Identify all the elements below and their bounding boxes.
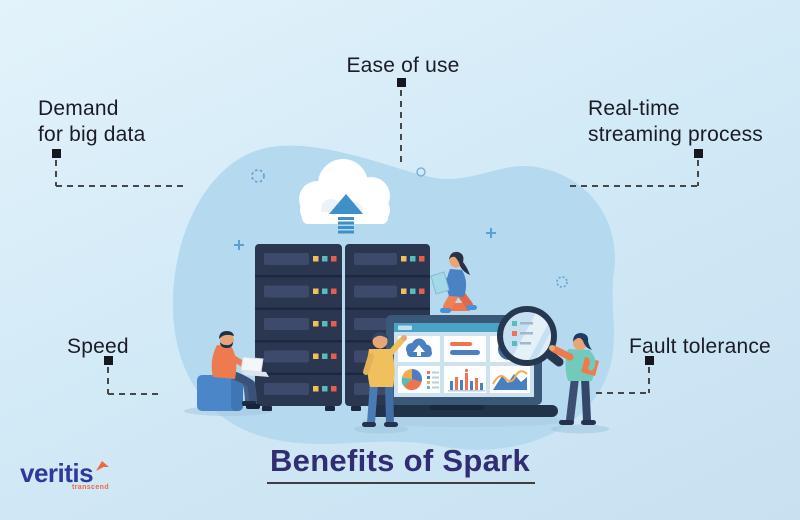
label-line: Real-time bbox=[588, 97, 680, 120]
logo-arrow-icon bbox=[96, 461, 109, 471]
benefit-label-demand-big-data: Demand for big data bbox=[38, 96, 145, 148]
page-title: Benefits of Spark bbox=[269, 443, 531, 478]
benefit-label-speed: Speed bbox=[67, 335, 129, 358]
pie-legend bbox=[427, 371, 439, 389]
magnifier-icon bbox=[497, 306, 564, 367]
bars-widget bbox=[450, 342, 480, 355]
small-laptop bbox=[240, 356, 264, 373]
connector-dot-demand bbox=[52, 149, 61, 158]
woman-kneeling-with-tablet bbox=[430, 251, 477, 313]
connector-line-demand bbox=[55, 160, 57, 186]
label-line: streaming process bbox=[588, 123, 763, 146]
man-holding-magnifier bbox=[549, 333, 599, 425]
connector-dot-ease-of-use bbox=[397, 78, 406, 87]
connector-line-fault-tolerance bbox=[596, 392, 649, 394]
server-rack-left bbox=[255, 244, 342, 411]
upload-arrow bbox=[329, 194, 363, 214]
label-line: for big data bbox=[38, 123, 146, 146]
circle-decor-icon bbox=[416, 167, 426, 177]
benefit-label-realtime-streaming: Real-time streaming process bbox=[588, 96, 763, 148]
man-pointing-at-screen bbox=[362, 332, 407, 427]
benefit-label-ease-of-use: Ease of use bbox=[346, 54, 460, 77]
pie-chart-icon bbox=[401, 369, 439, 391]
connector-dot-fault-tolerance bbox=[645, 356, 654, 365]
connector-dot-speed bbox=[104, 356, 113, 365]
connector-line-realtime bbox=[697, 160, 699, 186]
connector-line-ease-of-use bbox=[400, 90, 402, 162]
area-chart-icon bbox=[492, 370, 528, 390]
logo-brand-text: veritis bbox=[20, 458, 94, 488]
connector-line-speed bbox=[107, 367, 109, 394]
tablet bbox=[430, 271, 450, 295]
connector-line-fault-tolerance bbox=[648, 367, 650, 393]
plus-decor-icon bbox=[486, 228, 496, 238]
dashed-circle-decor-icon bbox=[556, 276, 568, 288]
man-sitting-on-cube-with-laptop bbox=[197, 331, 269, 411]
bar-chart-icon bbox=[448, 368, 485, 392]
connector-line-speed bbox=[108, 393, 163, 395]
cloud-widget bbox=[406, 338, 432, 357]
logo-tagline-text: transcend bbox=[71, 484, 109, 491]
connector-dot-realtime bbox=[694, 149, 703, 158]
decor-marks bbox=[234, 167, 568, 288]
plus-decor-icon bbox=[234, 240, 244, 250]
connector-line-realtime bbox=[570, 185, 698, 187]
title-underline bbox=[267, 482, 535, 484]
benefit-label-fault-tolerance: Fault tolerance bbox=[629, 335, 771, 358]
label-line: Demand bbox=[38, 97, 119, 120]
connector-line-demand bbox=[56, 185, 183, 187]
cloud-upload-icon bbox=[299, 159, 390, 234]
veritis-logo: veritis transcend bbox=[20, 460, 110, 491]
dashed-circle-decor-icon bbox=[251, 169, 265, 183]
server-status-lights bbox=[313, 256, 337, 392]
